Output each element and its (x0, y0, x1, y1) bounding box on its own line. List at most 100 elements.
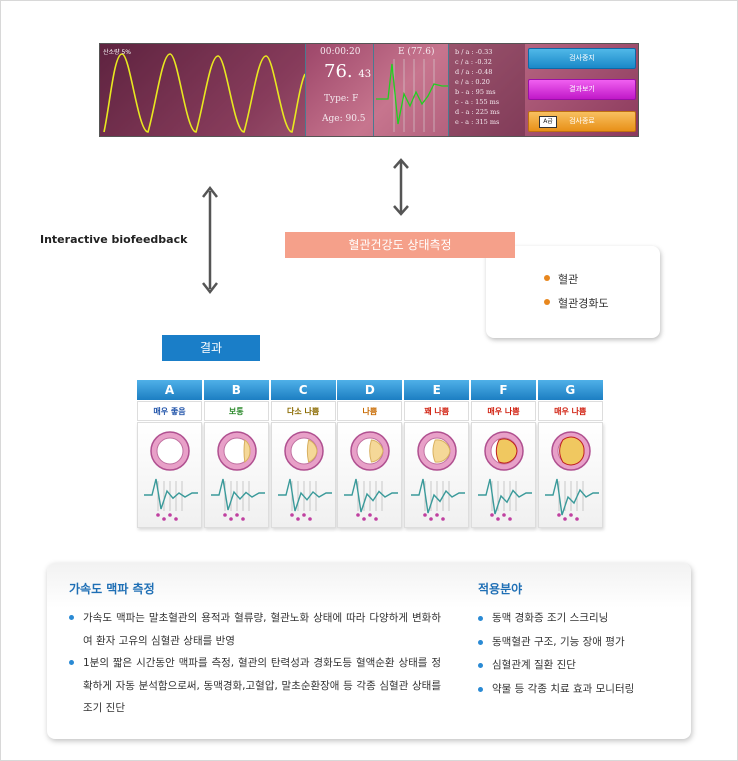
grade-letter: D (337, 380, 403, 400)
pulse-waveform (100, 44, 305, 136)
stop-test-button[interactable]: 검사중지 (528, 48, 636, 69)
waveform-marker (162, 517, 166, 521)
waveform-marker (222, 513, 227, 517)
grade-letter: B (203, 380, 269, 400)
param-row: d - a : 225 ms (455, 108, 500, 116)
plaque-deposit (558, 436, 585, 466)
waveform-marker (168, 513, 172, 517)
list-item: 동맥혈관 구조, 기능 장애 평가 (478, 631, 634, 655)
vessel-waveform-graphic (411, 431, 466, 521)
waveform-marker (508, 517, 512, 521)
waveform-marker (374, 517, 379, 521)
bullet-icon (544, 299, 550, 305)
list-item-text: 약물 등 각종 치료 효과 모니터링 (492, 682, 635, 695)
vascular-measurement-title: 혈관건강도 상태측정 (285, 232, 515, 258)
waveform-marker (356, 513, 361, 517)
vessel-waveform-graphic (344, 431, 399, 521)
grade-illustration (471, 422, 536, 528)
grade-illustration (537, 422, 603, 528)
ecg-panel: E (77.6) (373, 44, 449, 136)
waveform-marker (295, 517, 300, 521)
pulse-waveform-line (277, 478, 332, 512)
bullet-icon (69, 615, 74, 620)
measurement-arrow (393, 158, 409, 216)
main-value-int: 76. (324, 61, 353, 82)
waveform-marker (490, 513, 494, 517)
result-title: 결과 (162, 335, 260, 361)
bullet-icon (478, 639, 483, 645)
grade-letter: F (471, 380, 536, 400)
list-item-text: 동맥 경화증 조기 스크리닝 (492, 612, 609, 624)
waveform-marker (502, 513, 506, 517)
vessel-waveform-graphic (277, 431, 332, 521)
grade-label: 매우 좋음 (137, 401, 202, 421)
grade-label: 다소 나쁨 (270, 401, 336, 421)
waveform-marker (240, 517, 245, 521)
list-item-text: 가속도 맥파는 말초혈관의 용적과 혈류량, 혈관노화 상태에 따라 다양하게 … (83, 612, 441, 647)
pulse-waveform-line (544, 478, 599, 516)
end-test-button[interactable]: A급 검사종료 (528, 111, 636, 132)
waveform-marker (307, 517, 312, 521)
param-row: b / a : -0.33 (455, 48, 493, 56)
waveform-marker (435, 513, 439, 517)
grade-label: 보통 (203, 401, 269, 421)
main-value-dec: 43 (358, 69, 372, 80)
waveform-marker (228, 517, 233, 521)
grade-letter: C (270, 380, 336, 400)
plaque-deposit (495, 438, 518, 464)
vessel-waveform-graphic (144, 431, 198, 521)
readout-panel: 00:00:20 76. 43 Type: F Age: 90.5 (305, 44, 374, 136)
grade-illustration (137, 422, 202, 528)
list-item: 혈관 (544, 271, 609, 287)
bullet-icon (69, 660, 74, 665)
waveform-marker (556, 513, 561, 517)
vessel-lumen (156, 437, 184, 465)
waveform-marker (362, 517, 367, 521)
grade-illustration (404, 422, 470, 528)
end-test-label: 검사종료 (569, 117, 595, 125)
vessel-waveform-graphic (478, 431, 532, 521)
plaque-deposit (432, 439, 451, 463)
bullet-icon (478, 686, 483, 692)
grade-letter: G (537, 380, 603, 400)
list-item: 가속도 맥파는 말초혈관의 용적과 혈류량, 혈관노화 상태에 따라 다양하게 … (69, 607, 441, 652)
grade-tag: A급 (539, 116, 557, 128)
grade-letter: A (137, 380, 202, 400)
info-card: 가속도 맥파 측정 가속도 맥파는 말초혈관의 용적과 혈류량, 혈관노화 상태… (47, 563, 691, 739)
param-row: e / a : 0.20 (455, 78, 490, 86)
list-item: 1분의 짧은 시간동안 맥파를 측정, 혈관의 탄력성과 경화도등 혈액순환 상… (69, 652, 441, 720)
status-text: 산소량 5% (103, 49, 131, 56)
view-results-button[interactable]: 결과보기 (528, 79, 636, 100)
pulse-waveform-line (411, 478, 466, 514)
list-item: 동맥 경화증 조기 스크리닝 (478, 607, 634, 631)
list-item: 혈관경화도 (544, 295, 609, 311)
waveform-marker (156, 513, 160, 517)
list-item: 약물 등 각종 치료 효과 모니터링 (478, 678, 634, 702)
bullet-icon (478, 663, 483, 668)
waveform-marker (289, 513, 294, 517)
main-value: 76. 43 (324, 61, 371, 82)
waveform-marker (496, 517, 500, 521)
list-item-text: 혈관경화도 (558, 297, 609, 310)
list-item-text: 심혈관계 질환 진단 (492, 659, 576, 671)
waveform-marker (441, 517, 445, 521)
age-readout: Age: 90.5 (322, 114, 366, 124)
bullet-icon (478, 616, 483, 621)
ecg-graph (376, 59, 448, 132)
grade-label: 매우 나쁨 (471, 401, 536, 421)
waveform-marker (234, 513, 239, 517)
type-readout: Type: F (324, 94, 359, 104)
list-item-text: 혈관 (558, 273, 579, 286)
applications-title: 적용분야 (478, 582, 523, 596)
grade-illustration (270, 422, 336, 528)
param-row: d / a : -0.48 (455, 68, 493, 76)
plaque-deposit (243, 439, 251, 463)
list-item-text: 동맥혈관 구조, 기능 장애 평가 (492, 635, 625, 648)
grade-illustration (203, 422, 269, 528)
elapsed-time: 00:00:20 (320, 47, 361, 57)
